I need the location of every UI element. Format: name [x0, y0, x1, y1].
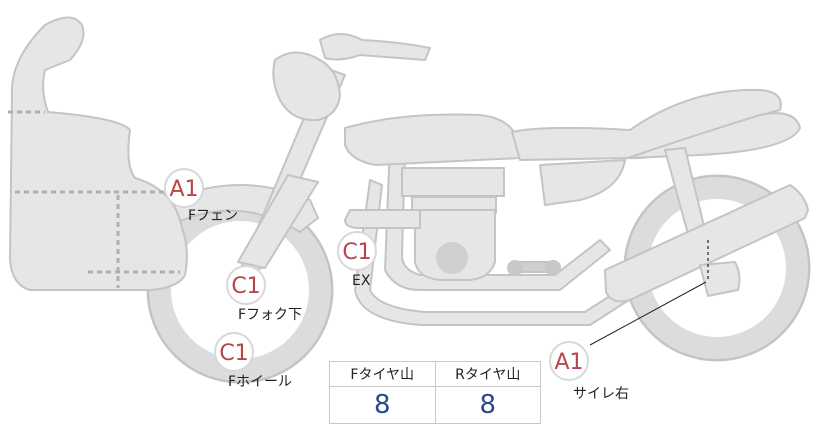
- marker-silencer-right: A1 サイレ右: [550, 342, 629, 402]
- marker-label: Fフェン: [188, 208, 238, 224]
- front-tire-tread-value: 8: [330, 387, 436, 424]
- headlight: [273, 53, 340, 121]
- rear-tire-tread-value: 8: [435, 387, 541, 424]
- marker-code: C1: [231, 274, 260, 299]
- marker-exhaust: C1 EX: [338, 232, 376, 289]
- marker-label: Fホイール: [228, 374, 292, 390]
- front-fairing: [10, 18, 187, 291]
- engine-head: [402, 168, 504, 196]
- exhaust-pipe: [345, 210, 420, 228]
- marker-front-fork-lower: C1 Fフォク下: [227, 266, 302, 323]
- tread-table-header-row: Fタイヤ山 Rタイヤ山: [330, 362, 541, 387]
- marker-code: A1: [169, 177, 198, 202]
- marker-code: A1: [554, 350, 583, 375]
- fuel-tank: [345, 115, 520, 165]
- marker-label: EX: [352, 273, 371, 289]
- tire-tread-table: Fタイヤ山 Rタイヤ山 8 8: [329, 361, 541, 424]
- rear-tire-tread-header: Rタイヤ山: [435, 362, 541, 387]
- marker-label: Fフォク下: [238, 307, 302, 323]
- handlebar: [320, 34, 430, 60]
- marker-code: C1: [342, 240, 371, 265]
- front-tire-tread-header: Fタイヤ山: [330, 362, 436, 387]
- marker-label: サイレ右: [573, 386, 629, 402]
- motorcycle-illustration: [8, 18, 809, 383]
- marker-code: C1: [219, 341, 248, 366]
- tread-table-value-row: 8 8: [330, 387, 541, 424]
